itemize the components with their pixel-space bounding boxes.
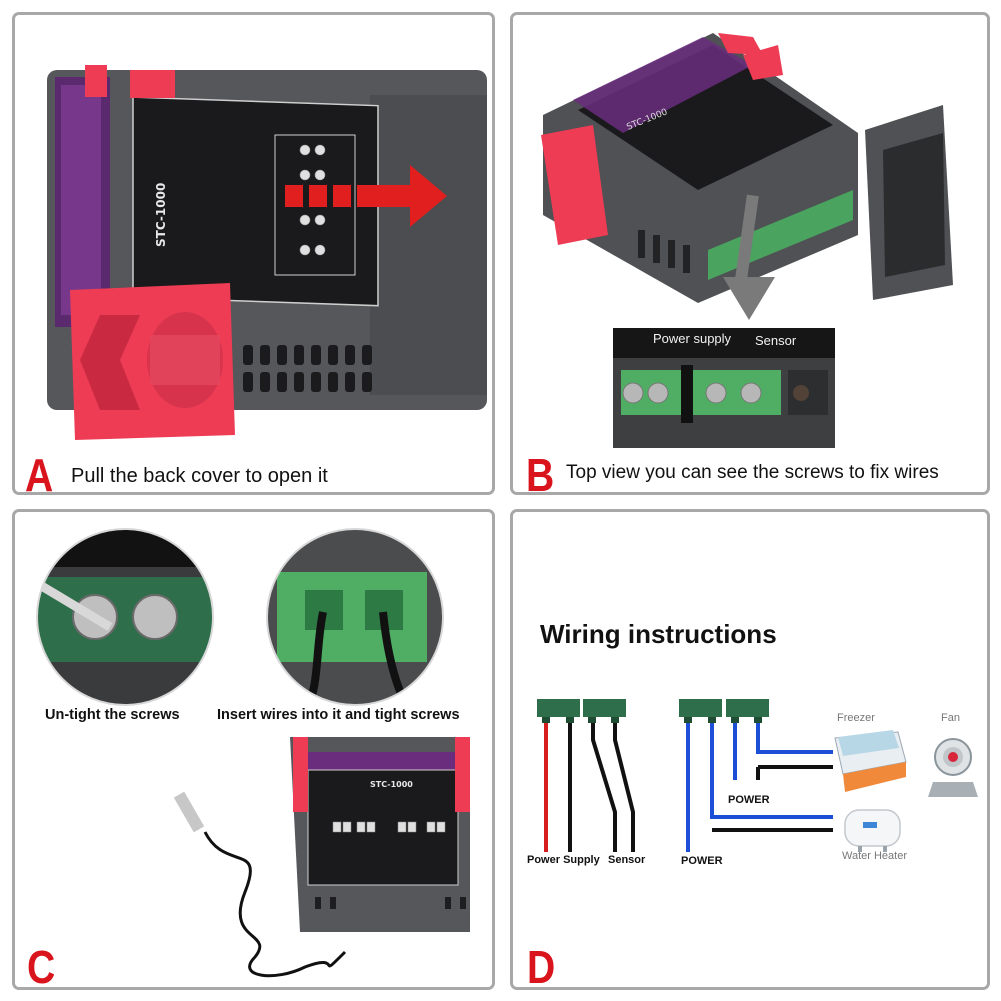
caption-c-right: Insert wires into it and tight screws xyxy=(217,707,460,723)
device-model-text-c: STC-1000 xyxy=(370,780,413,789)
wiring-power-right-label: POWER xyxy=(728,794,770,806)
wiring-power-supply-label: Power Supply xyxy=(527,854,600,866)
step-letter-a: A xyxy=(25,449,54,495)
wiring-power-left-label: POWER xyxy=(681,855,723,867)
step-letter-c: C xyxy=(27,941,56,990)
freezer-label: Freezer xyxy=(837,712,875,724)
step-letter-d: D xyxy=(527,941,556,990)
panel-c: STC-1000 Un-tight the screws Insert wire… xyxy=(12,509,495,990)
wiring-diagram xyxy=(537,699,978,852)
device-side-illustration: STC-1000 xyxy=(47,65,487,440)
device-top-illustration: STC-1000 xyxy=(541,33,953,448)
wiring-title: Wiring instructions xyxy=(540,619,777,649)
panel-a: STC-1000 A xyxy=(12,12,495,495)
screw-closeups-illustration: STC-1000 xyxy=(36,528,470,978)
panel-d: Wiring instructions xyxy=(510,509,990,990)
closeup-sensor-label: Sensor xyxy=(755,333,797,348)
step-letter-b: B xyxy=(526,449,555,495)
caption-a: Pull the back cover to open it xyxy=(71,465,328,487)
fan-label: Fan xyxy=(941,712,960,724)
caption-b: Top view you can see the screws to fix w… xyxy=(566,462,939,483)
device-model-text: STC-1000 xyxy=(154,183,168,247)
panel-b: STC-1000 Power supply Sensor B Top view … xyxy=(510,12,990,495)
closeup-power-label: Power supply xyxy=(653,331,732,346)
wiring-sensor-label: Sensor xyxy=(608,854,646,866)
caption-c-left: Un-tight the screws xyxy=(45,707,180,723)
water-heater-label: Water Heater xyxy=(842,850,908,862)
